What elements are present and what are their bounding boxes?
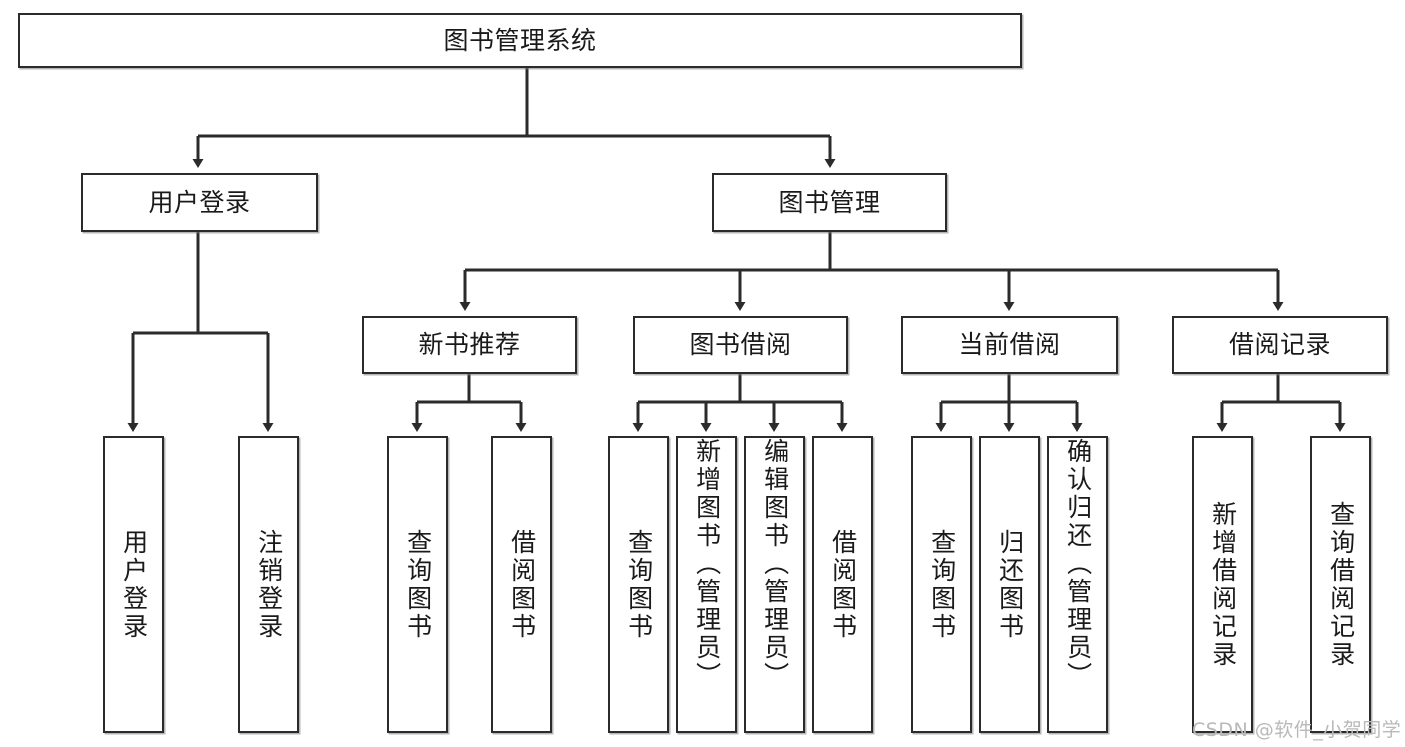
- node-user-login[interactable]: 用户登录: [81, 173, 318, 232]
- leaf-logout[interactable]: 注销登录: [238, 436, 299, 733]
- node-new-book-recommend[interactable]: 新书推荐: [362, 316, 577, 374]
- node-label: 借阅记录: [1228, 330, 1331, 360]
- node-label: 归还图书: [995, 528, 1025, 641]
- node-label: 借阅图书: [828, 528, 858, 641]
- leaf-query-borrow-record[interactable]: 查询借阅记录: [1310, 436, 1371, 733]
- leaf-add-book-admin[interactable]: 新增图书（管理员）: [676, 436, 737, 733]
- csdn-watermark: CSDN @软件_小贺同学: [1192, 719, 1402, 741]
- node-label: 新书推荐: [418, 330, 521, 360]
- node-label: 用户登录: [119, 528, 149, 641]
- node-label: 图书借阅: [689, 330, 792, 360]
- node-label: 查询图书: [927, 528, 957, 641]
- leaf-borrow-book[interactable]: 借阅图书: [812, 436, 873, 733]
- node-label: 用户登录: [148, 187, 251, 217]
- node-label: 查询图书: [403, 528, 433, 641]
- leaf-query-book-borrow[interactable]: 查询图书: [608, 436, 669, 733]
- leaf-confirm-return-admin[interactable]: 确认归还（管理员）: [1047, 436, 1108, 733]
- node-borrow-record[interactable]: 借阅记录: [1172, 316, 1388, 374]
- node-label: 查询借阅记录: [1326, 500, 1356, 669]
- leaf-edit-book-admin[interactable]: 编辑图书（管理员）: [744, 436, 805, 733]
- node-label: 新增图书（管理员）: [692, 438, 722, 690]
- node-book-management[interactable]: 图书管理: [712, 173, 947, 232]
- node-label: 图书管理: [778, 187, 881, 217]
- node-label: 当前借阅: [958, 330, 1061, 360]
- leaf-return-book[interactable]: 归还图书: [979, 436, 1040, 733]
- node-label: 图书管理系统: [443, 25, 597, 55]
- node-book-borrow[interactable]: 图书借阅: [633, 316, 848, 374]
- node-label: 确认归还（管理员）: [1063, 438, 1093, 690]
- node-label: 查询图书: [624, 528, 654, 641]
- leaf-user-login[interactable]: 用户登录: [103, 436, 164, 733]
- leaf-borrow-book-recommend[interactable]: 借阅图书: [491, 436, 552, 733]
- leaf-query-book-recommend[interactable]: 查询图书: [387, 436, 448, 733]
- node-label: 新增借阅记录: [1208, 500, 1238, 669]
- node-label: 借阅图书: [507, 528, 537, 641]
- node-label: 编辑图书（管理员）: [760, 438, 790, 690]
- node-current-borrow[interactable]: 当前借阅: [901, 316, 1118, 374]
- leaf-query-book-current[interactable]: 查询图书: [911, 436, 972, 733]
- leaf-add-borrow-record[interactable]: 新增借阅记录: [1192, 436, 1253, 733]
- node-root-system[interactable]: 图书管理系统: [18, 13, 1022, 68]
- node-label: 注销登录: [254, 528, 284, 641]
